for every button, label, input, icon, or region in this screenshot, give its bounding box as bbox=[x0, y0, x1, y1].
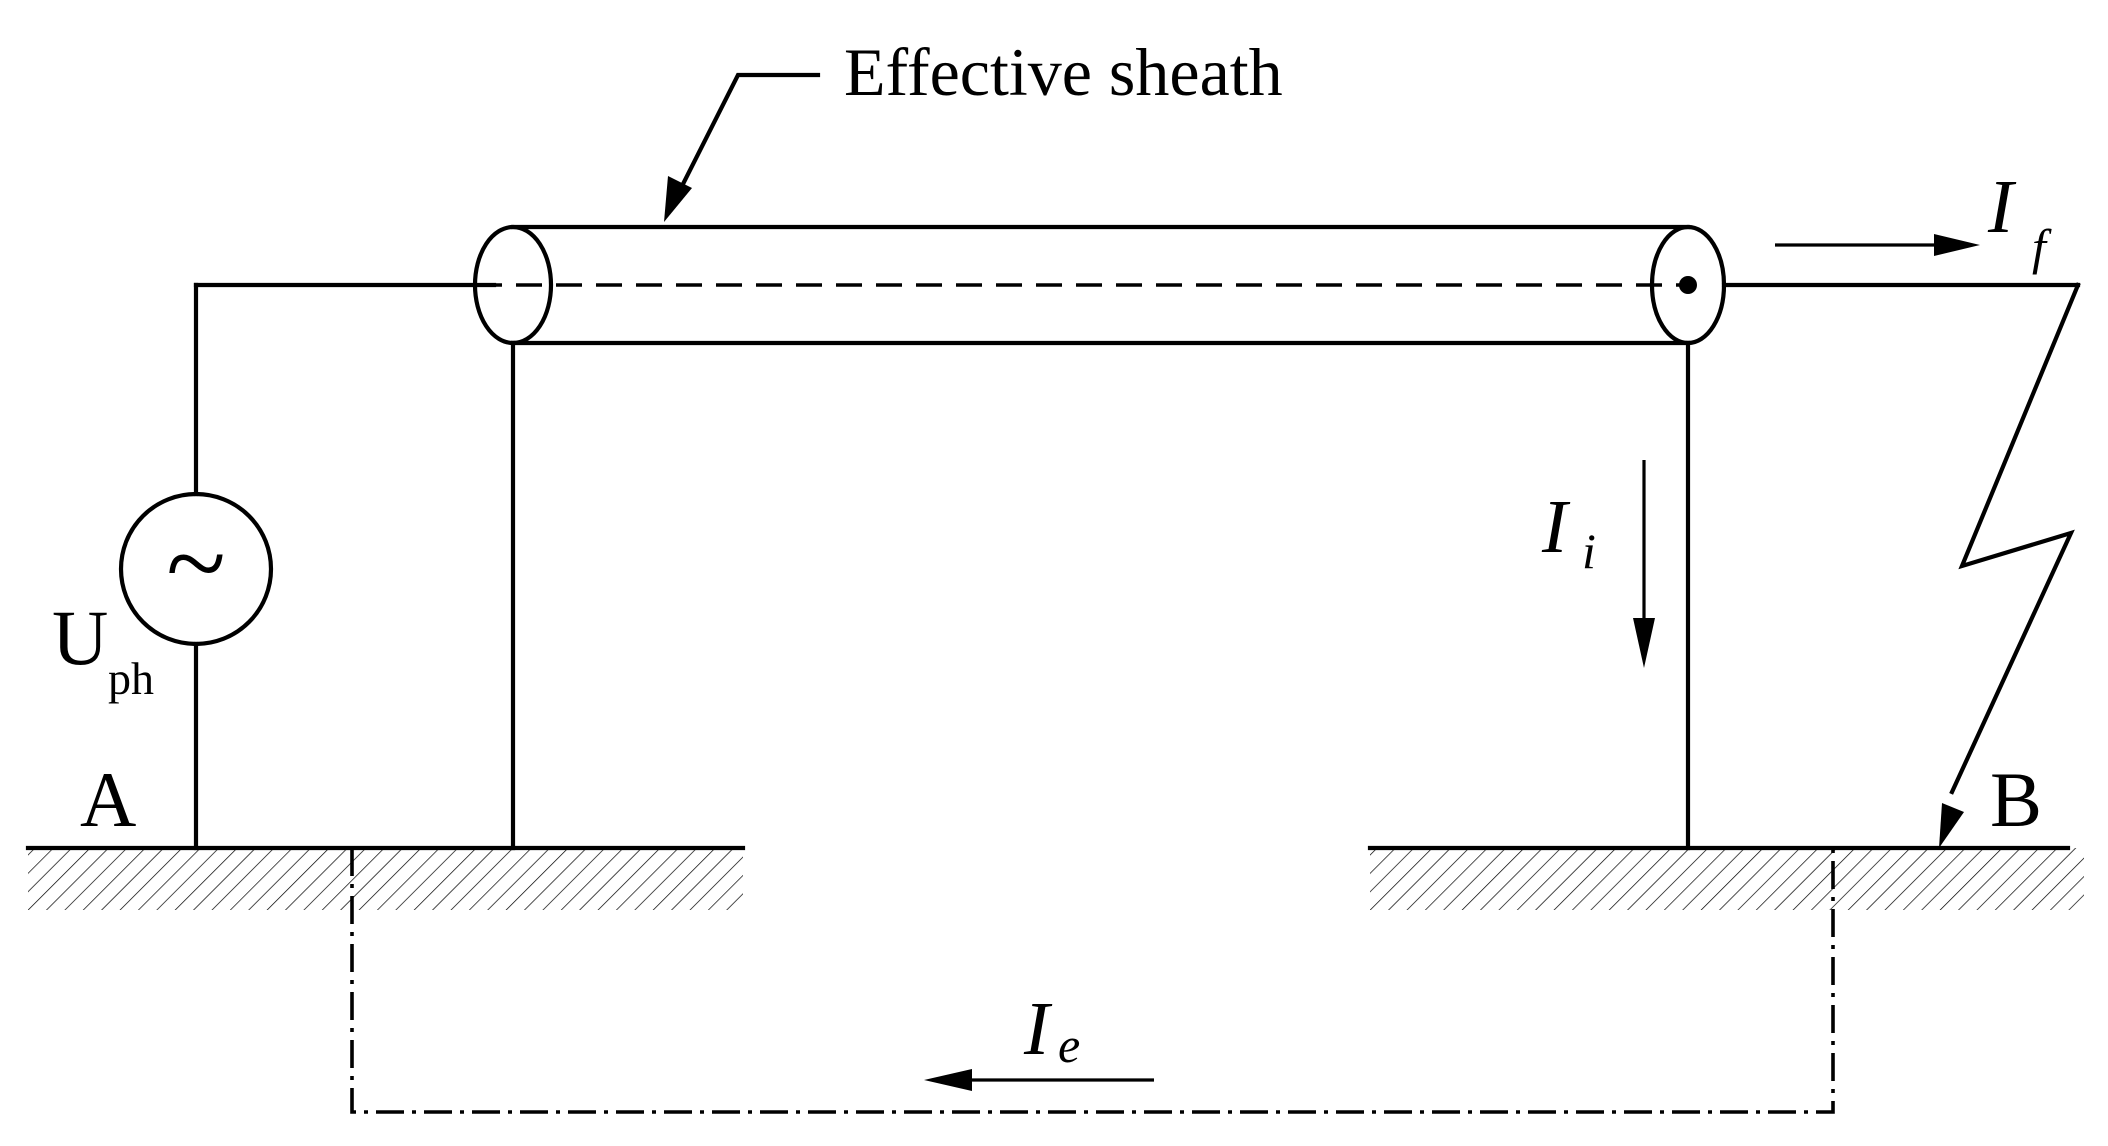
earth-current-arrowhead bbox=[924, 1069, 972, 1091]
earth-current-subscript: e bbox=[1058, 1017, 1080, 1073]
earth-current-label: I bbox=[1023, 987, 1053, 1071]
ground-hatch-left bbox=[28, 848, 743, 910]
sheath-callout-line bbox=[677, 72, 821, 193]
fault-current-label: I bbox=[1987, 165, 2017, 249]
node-a-label: A bbox=[80, 756, 136, 843]
inner-current-arrowhead bbox=[1633, 618, 1655, 668]
source-voltage-subscript: ph bbox=[108, 653, 154, 704]
earth-return-path bbox=[350, 848, 1835, 1114]
sheath-callout-arrowhead bbox=[664, 176, 692, 222]
cable-core-dot bbox=[1679, 276, 1697, 294]
fault-current-subscript: f bbox=[2032, 219, 2052, 275]
ac-source bbox=[118, 491, 274, 647]
fault-current-arrowhead bbox=[1934, 234, 1980, 256]
ac-source-symbol: ~ bbox=[166, 502, 226, 624]
inner-current-label: I bbox=[1541, 485, 1571, 569]
fault-lightning-path bbox=[1949, 282, 2081, 795]
ground-hatch-right bbox=[1370, 848, 2084, 910]
sheath-label: Effective sheath bbox=[844, 34, 1283, 110]
node-b-label: B bbox=[1990, 756, 2042, 843]
inner-current-subscript: i bbox=[1582, 523, 1596, 579]
source-voltage-label: U bbox=[52, 594, 108, 681]
fault-arrowhead bbox=[1939, 803, 1964, 848]
